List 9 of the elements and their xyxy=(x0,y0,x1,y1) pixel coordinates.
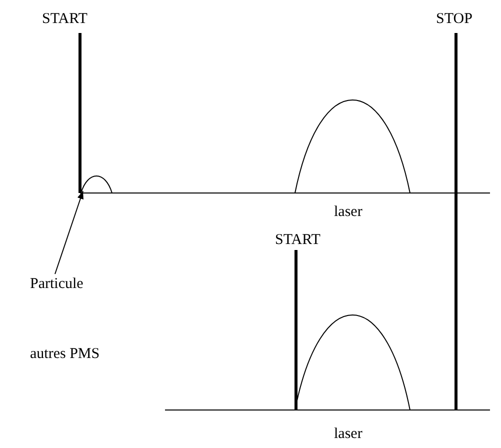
stop-label: STOP xyxy=(436,11,472,28)
laser-label: laser xyxy=(334,426,362,443)
channel-label: autres PMS xyxy=(30,346,100,363)
pulse-curve xyxy=(80,176,112,194)
leader-arrow xyxy=(54,190,84,274)
laser-label: laser xyxy=(334,204,362,221)
particle-label: Particule xyxy=(30,276,84,293)
start-label: START xyxy=(275,232,320,249)
start-label: START xyxy=(42,11,88,28)
